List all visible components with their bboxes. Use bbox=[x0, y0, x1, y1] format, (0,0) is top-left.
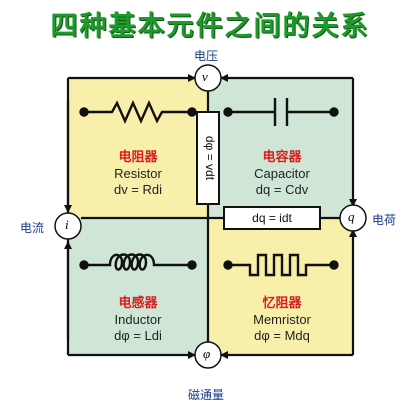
capacitor-cn-name: 电容器 bbox=[262, 150, 302, 165]
capacitor-info: 电容器 Capacitor dq = Cdv bbox=[232, 150, 332, 198]
resistor-symbol bbox=[79, 100, 197, 124]
memristor-symbol bbox=[223, 253, 339, 277]
flux-node-symbol: φ bbox=[203, 346, 211, 361]
charge-node-symbol: q bbox=[348, 209, 355, 224]
voltage-node-symbol: v bbox=[202, 69, 208, 84]
capacitor-formula: dq = Cdv bbox=[255, 182, 309, 197]
charge-label: 电荷 bbox=[372, 213, 397, 227]
memristor-cn-name: 忆阻器 bbox=[262, 296, 302, 311]
resistor-cn-name: 电阻器 bbox=[118, 150, 158, 165]
resistor-info: 电阻器 Resistor dv = Rdi bbox=[88, 150, 188, 198]
horizontal-relation-box bbox=[223, 206, 321, 230]
flux-label: 磁通量 bbox=[188, 388, 225, 402]
diagram-title: 四种基本元件之间的关系 bbox=[50, 11, 370, 42]
current-node bbox=[54, 212, 82, 240]
inductor-symbol bbox=[79, 253, 197, 271]
resistor-quadrant bbox=[68, 78, 208, 218]
capacitor-symbol bbox=[223, 98, 339, 126]
vertical-relation-text: dφ = vdt bbox=[203, 135, 217, 181]
memristor-quadrant bbox=[208, 218, 353, 355]
memristor-formula: dφ = Mdq bbox=[254, 328, 310, 343]
resistor-formula: dv = Rdi bbox=[113, 182, 163, 197]
resistor-en-name: Resistor bbox=[114, 166, 162, 181]
flux-node bbox=[194, 341, 222, 369]
inductor-quadrant bbox=[68, 218, 208, 355]
current-node-symbol: i bbox=[65, 217, 69, 232]
capacitor-en-name: Capacitor bbox=[254, 166, 310, 181]
vertical-relation-box bbox=[196, 111, 220, 205]
inductor-cn-name: 电感器 bbox=[118, 296, 158, 311]
memristor-info: 忆阻器 Memristor dφ = Mdq bbox=[232, 296, 332, 344]
inductor-formula: dφ = Ldi bbox=[114, 328, 162, 343]
inductor-info: 电感器 Inductor dφ = Ldi bbox=[88, 296, 188, 344]
inductor-en-name: Inductor bbox=[114, 312, 162, 327]
capacitor-quadrant bbox=[208, 78, 353, 218]
voltage-node bbox=[194, 64, 222, 92]
memristor-en-name: Memristor bbox=[253, 312, 311, 327]
charge-node bbox=[339, 204, 367, 232]
voltage-label: 电压 bbox=[194, 49, 219, 63]
current-label: 电流 bbox=[20, 221, 45, 235]
horizontal-relation-text: dq = idt bbox=[252, 211, 292, 225]
